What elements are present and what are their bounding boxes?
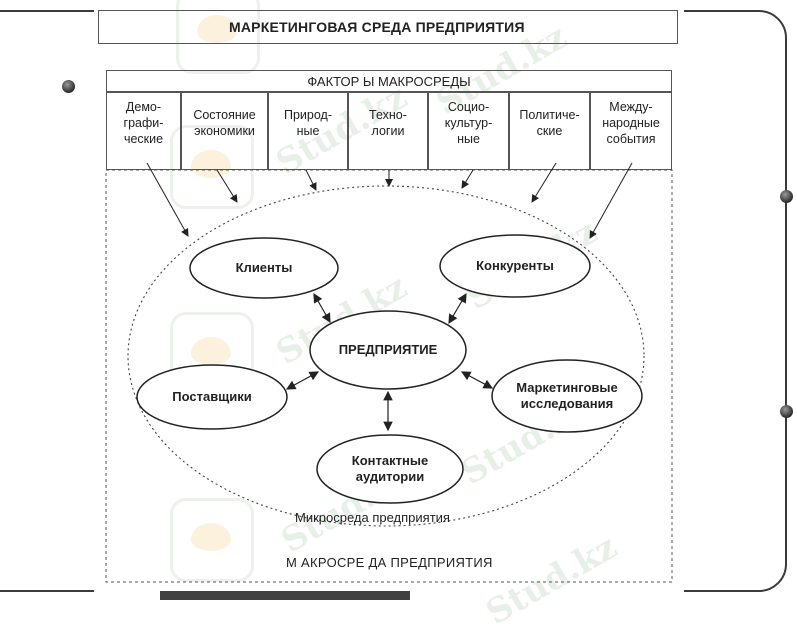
competitors-oval (439, 234, 591, 298)
diagram-title: МАРКЕТИНГОВАЯ СРЕДА ПРЕДПРИЯТИЯ (98, 10, 678, 44)
arrow-down-icon (146, 162, 189, 237)
factor-technology: Техно- логии (348, 92, 428, 170)
competitors-label: Конкуренты (476, 258, 554, 273)
enterprise-label: ПРЕДПРИЯТИЕ (338, 342, 438, 357)
marketing-research-label: Маркетинговые исследования (516, 380, 618, 411)
factor-demographic: Демо- графи- ческие (106, 92, 181, 170)
arrow-down-icon (461, 169, 474, 189)
macro-factors-header: ФАКТОР Ы МАКРОСРЕДЫ (106, 70, 672, 92)
figure-caption-cutoff (160, 591, 410, 600)
suppliers-oval (136, 364, 288, 430)
arrow-down-icon (531, 162, 557, 203)
double-arrow-icon (460, 371, 494, 389)
micro-environment-boundary (127, 185, 645, 527)
macro-environment-label: М АКРОСРЕ ДА ПРЕДПРИЯТИЯ (286, 555, 493, 570)
enterprise-oval (309, 310, 467, 390)
bullet-icon (780, 405, 793, 418)
bullet-icon (62, 80, 75, 93)
micro-environment-label: Микросреда предприятия (295, 510, 450, 525)
factor-natural: Природ- ные (268, 92, 348, 170)
diagram-title-text: МАРКЕТИНГОВАЯ СРЕДА ПРЕДПРИЯТИЯ (229, 19, 525, 35)
arrow-down-icon (589, 162, 633, 239)
arrow-down-icon (216, 169, 238, 203)
contact-audiences-label: Контактные аудитории (351, 453, 429, 484)
macro-factors-header-text: ФАКТОР Ы МАКРОСРЕДЫ (307, 73, 471, 89)
contact-audiences-oval (316, 434, 464, 504)
clients-oval (189, 237, 339, 299)
marketing-research-oval (491, 359, 643, 433)
double-arrow-icon (313, 292, 331, 324)
double-arrow-icon (285, 371, 320, 390)
factor-economy: Состояние экономики (181, 92, 268, 170)
arrow-down-icon (305, 169, 317, 191)
double-arrow-icon (448, 292, 467, 325)
factor-political: Политиче- ские (509, 92, 590, 170)
suppliers-label: Поставщики (172, 389, 252, 404)
clients-label: Клиенты (235, 260, 293, 275)
factor-sociocultural: Социо- культур- ные (428, 92, 509, 170)
diagram-canvas (105, 162, 673, 583)
bullet-icon (780, 190, 793, 203)
